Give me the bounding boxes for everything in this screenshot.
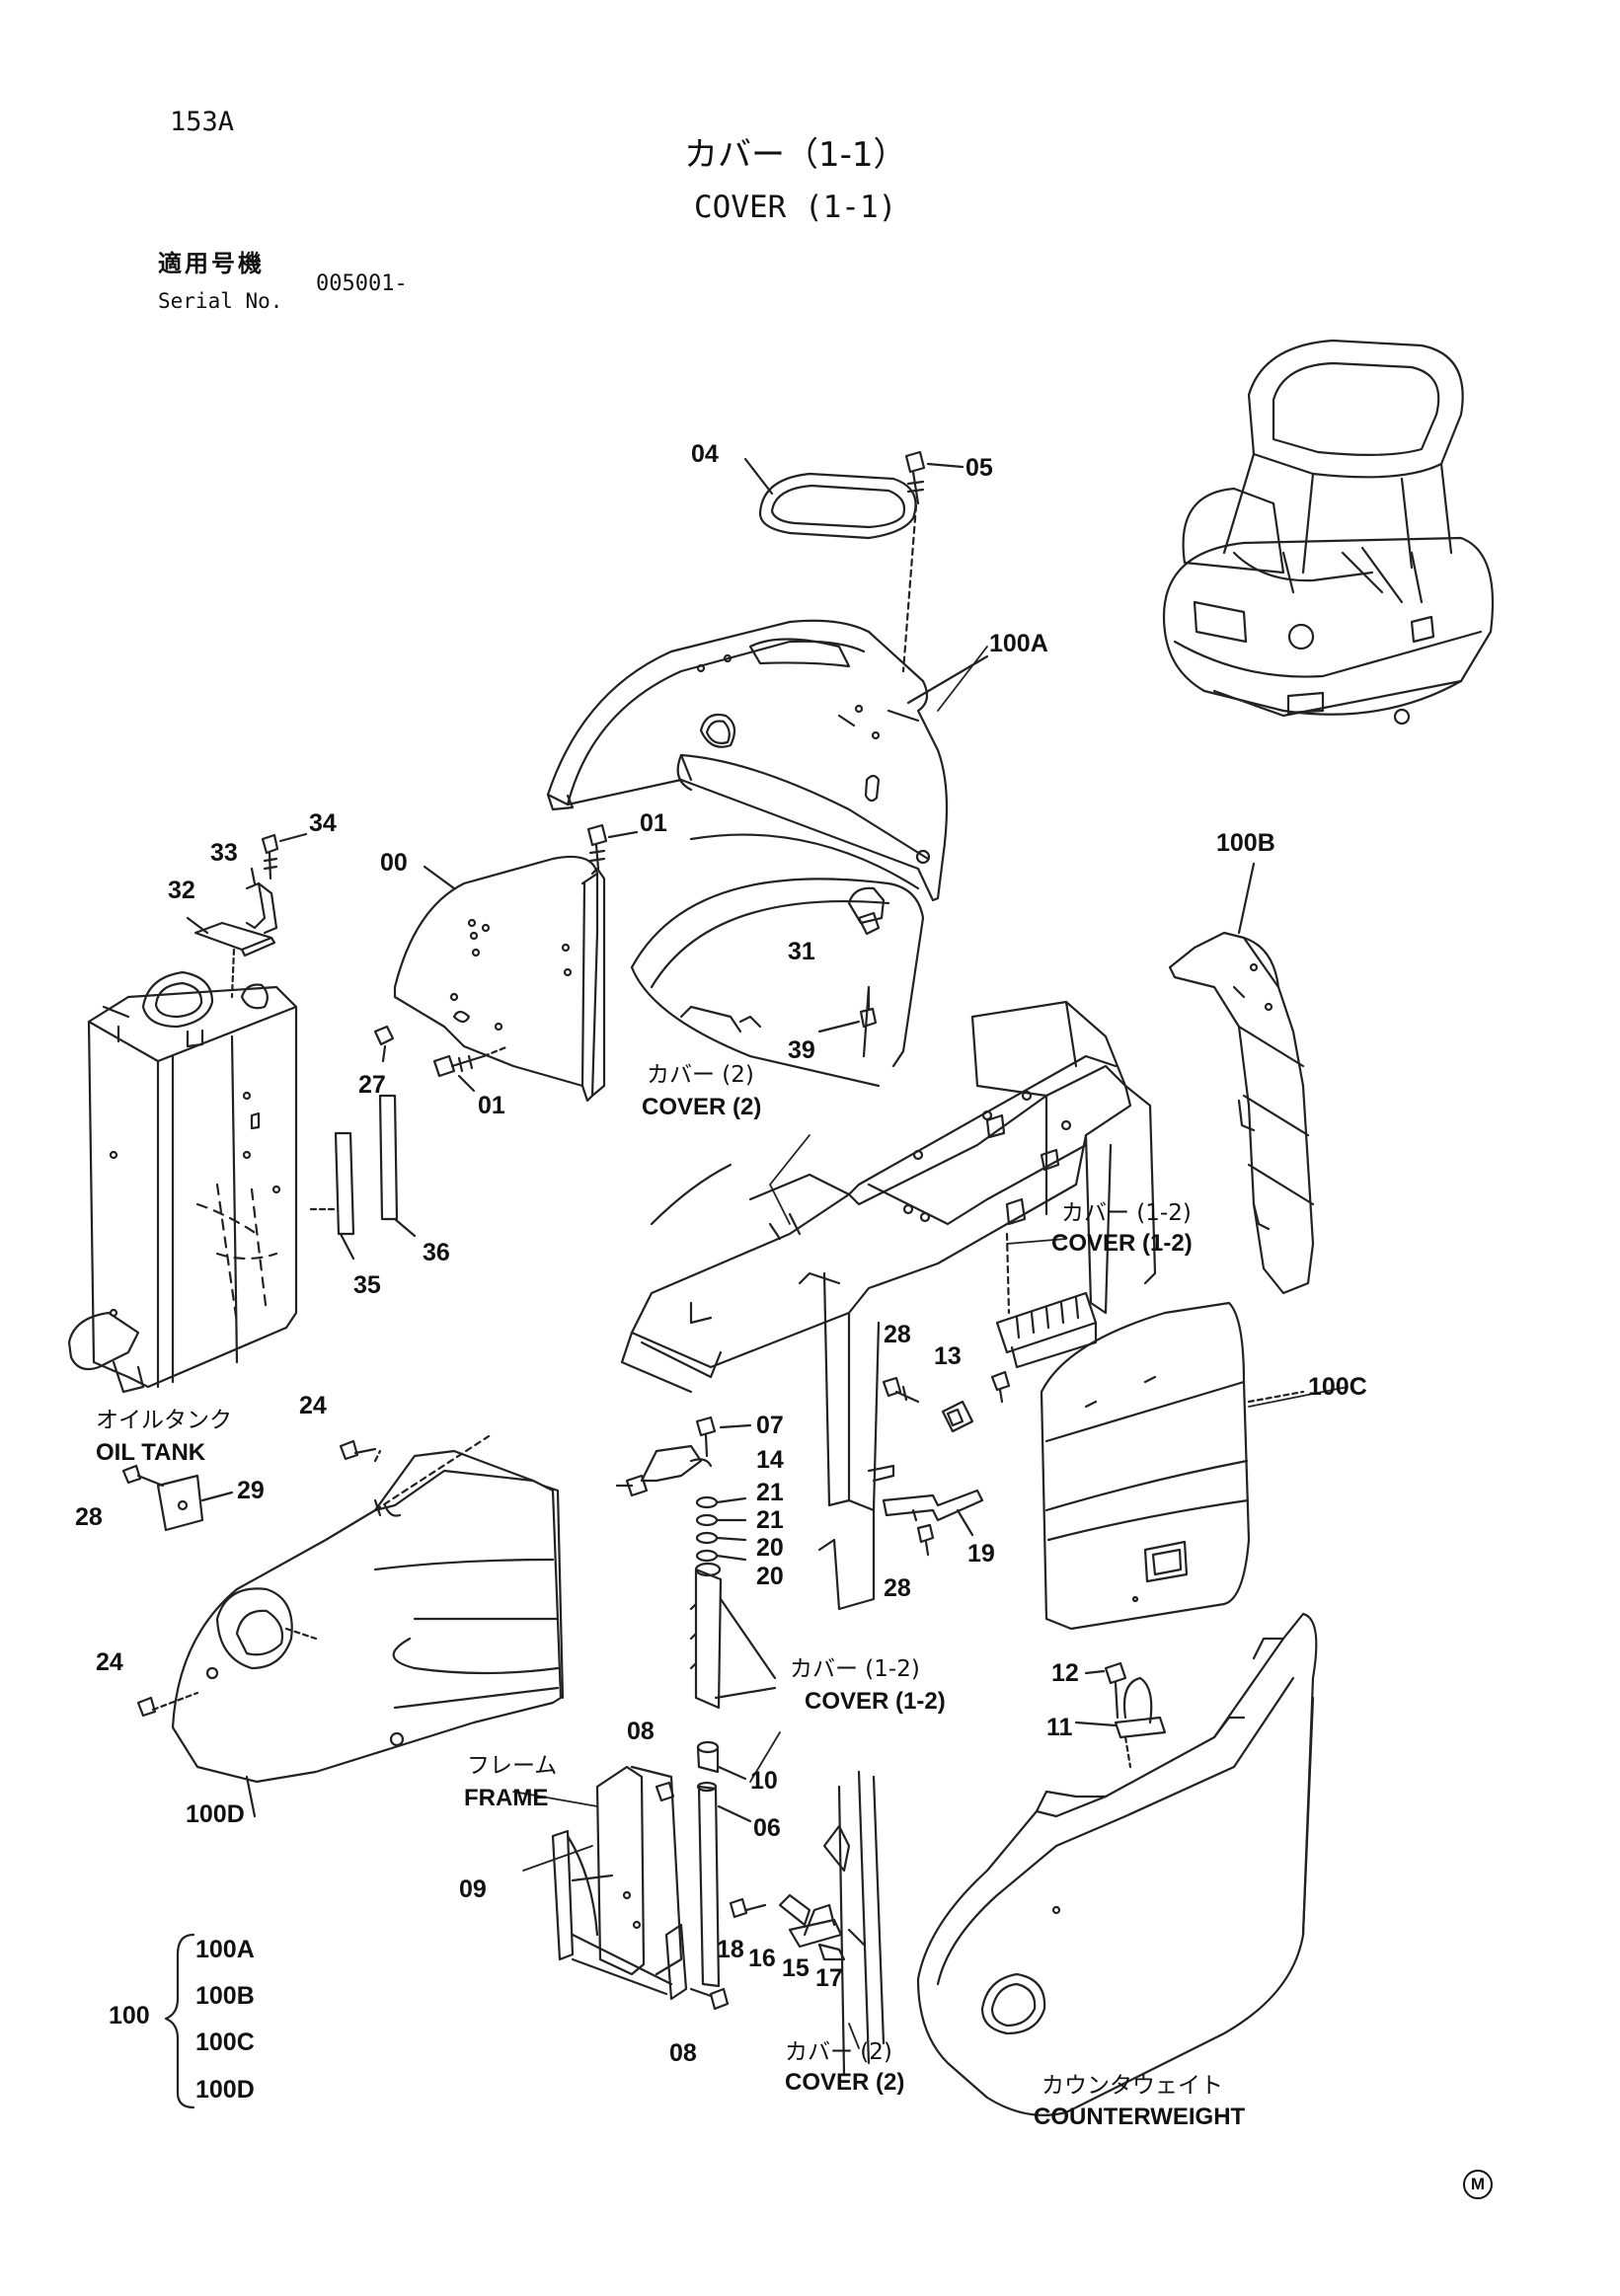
mark-letter: M bbox=[1470, 2175, 1486, 2193]
part-label-18: 18 bbox=[717, 1936, 744, 1963]
assembly-brace bbox=[164, 1933, 195, 2109]
part-label-28-upper: 28 bbox=[884, 1321, 911, 1348]
part-label-04: 04 bbox=[691, 440, 719, 468]
part-label-16: 16 bbox=[748, 1945, 776, 1972]
callout-cover-1-2-upper-en: COVER (1-2) bbox=[1051, 1230, 1193, 1257]
callout-frame-jp: フレーム bbox=[467, 1753, 558, 1779]
callout-cover-1-2-lower-en: COVER (1-2) bbox=[805, 1688, 946, 1715]
main-frame bbox=[620, 1000, 1157, 1611]
part-label-14: 14 bbox=[756, 1446, 784, 1474]
part-label-100A: 100A bbox=[989, 630, 1048, 657]
part-32-33-34-bracket bbox=[186, 832, 308, 999]
part-label-100D: 100D bbox=[186, 1800, 245, 1828]
assembly-child-100D: 100D bbox=[195, 2076, 255, 2104]
part-label-100B: 100B bbox=[1216, 829, 1275, 857]
part-label-06: 06 bbox=[753, 1814, 781, 1842]
assembly-parent: 100 bbox=[109, 2002, 150, 2029]
part-11-12-eyebolt bbox=[1074, 1661, 1167, 1769]
part-label-19: 19 bbox=[967, 1540, 995, 1568]
part-label-11: 11 bbox=[1046, 1714, 1073, 1741]
part-label-12: 12 bbox=[1051, 1659, 1079, 1687]
part-label-07: 07 bbox=[756, 1412, 784, 1439]
callout-cover-2-jp: カバー (2) bbox=[647, 1062, 754, 1088]
part-label-01-upper: 01 bbox=[640, 809, 667, 837]
part-31-cap bbox=[847, 886, 886, 925]
part-label-21-a: 21 bbox=[756, 1479, 784, 1506]
part-label-29: 29 bbox=[237, 1477, 265, 1504]
part-label-13: 13 bbox=[934, 1342, 962, 1370]
part-label-28-left: 28 bbox=[75, 1503, 103, 1531]
callout-cover-2-lower-en: COVER (2) bbox=[785, 2069, 905, 2096]
part-label-32: 32 bbox=[168, 877, 195, 904]
part-27-nut bbox=[373, 1025, 395, 1063]
leader-lines bbox=[512, 646, 1349, 2049]
title-en: COVER (1-1) bbox=[694, 190, 897, 225]
part-label-28-lower: 28 bbox=[884, 1574, 911, 1602]
part-label-39: 39 bbox=[788, 1036, 815, 1064]
cover-2-body bbox=[630, 833, 925, 1088]
part-05-bolt bbox=[901, 450, 964, 673]
part-label-34: 34 bbox=[309, 809, 337, 837]
callout-frame-en: FRAME bbox=[464, 1785, 549, 1811]
oil-tank bbox=[67, 970, 298, 1394]
part-100B-panel bbox=[1168, 862, 1315, 1295]
part-label-20-b: 20 bbox=[756, 1563, 784, 1590]
part-39-bolt bbox=[817, 987, 878, 1033]
title-jp: カバー（1-1） bbox=[684, 135, 907, 175]
part-label-24-upper: 24 bbox=[299, 1392, 327, 1419]
part-100A-cover bbox=[546, 619, 989, 902]
part-label-100C: 100C bbox=[1308, 1373, 1367, 1401]
part-label-15: 15 bbox=[782, 1954, 810, 1982]
serial-label-en: Serial No. bbox=[158, 289, 283, 313]
part-label-08-upper: 08 bbox=[627, 1718, 655, 1745]
part-label-35: 35 bbox=[353, 1271, 381, 1299]
part-label-10: 10 bbox=[750, 1767, 778, 1795]
assembly-child-100B: 100B bbox=[195, 1982, 255, 2010]
part-100C-panel bbox=[1040, 1301, 1305, 1631]
callout-counterweight-en: COUNTERWEIGHT bbox=[1034, 2104, 1246, 2130]
assembly-child-100A: 100A bbox=[195, 1936, 255, 1963]
frame-section bbox=[551, 1765, 730, 2011]
serial-value: 005001- bbox=[316, 271, 408, 296]
callout-cover-1-2-lower-jp: カバー (1-2) bbox=[790, 1656, 920, 1682]
part-label-09: 09 bbox=[459, 1875, 487, 1903]
counterweight bbox=[916, 1612, 1318, 2116]
part-label-08-lower: 08 bbox=[669, 2039, 697, 2067]
part-label-20-a: 20 bbox=[756, 1534, 784, 1562]
part-label-05: 05 bbox=[965, 454, 993, 482]
callout-counterweight-jp: カウンタウェイト bbox=[1041, 2073, 1223, 2099]
part-00-side-cover bbox=[393, 855, 606, 1103]
callout-oil-tank-en: OIL TANK bbox=[96, 1439, 206, 1466]
part-label-31: 31 bbox=[788, 938, 815, 965]
part-label-24-lower: 24 bbox=[96, 1648, 123, 1676]
callout-cover-1-2-upper-jp: カバー (1-2) bbox=[1061, 1200, 1192, 1226]
part-100D-cover bbox=[171, 1434, 565, 1818]
part-35-36-strips bbox=[309, 1094, 417, 1261]
part-label-27: 27 bbox=[358, 1071, 386, 1099]
excavator-overview bbox=[1162, 339, 1495, 726]
washer-stack bbox=[615, 1416, 752, 1563]
circled-m-mark: M bbox=[1463, 2170, 1493, 2199]
part-04-window bbox=[743, 457, 917, 540]
part-28-13-bolts bbox=[882, 1370, 1011, 1433]
part-label-01-lower: 01 bbox=[478, 1092, 505, 1119]
serial-label-jp: 適用号機 bbox=[158, 250, 265, 277]
part-label-33: 33 bbox=[210, 839, 238, 867]
part-label-36: 36 bbox=[423, 1239, 450, 1266]
callout-cover-2-en: COVER (2) bbox=[642, 1094, 762, 1120]
cover-2-lower bbox=[729, 1770, 886, 2075]
page-code: 153A bbox=[170, 107, 235, 137]
part-label-00: 00 bbox=[380, 849, 408, 877]
part-label-17: 17 bbox=[815, 1964, 843, 1992]
callout-cover-2-lower-jp: カバー (2) bbox=[785, 2039, 892, 2065]
part-19-bracket bbox=[867, 1464, 984, 1557]
callout-oil-tank-jp: オイルタンク bbox=[96, 1408, 232, 1433]
part-01-bolt-lower bbox=[432, 1044, 510, 1093]
assembly-child-100C: 100C bbox=[195, 2028, 255, 2056]
cover-1-2-column bbox=[689, 1562, 777, 1988]
hinge-cover-1-2 bbox=[995, 1232, 1098, 1369]
part-label-21-b: 21 bbox=[756, 1506, 784, 1534]
part-01-bolt-upper bbox=[586, 823, 639, 871]
